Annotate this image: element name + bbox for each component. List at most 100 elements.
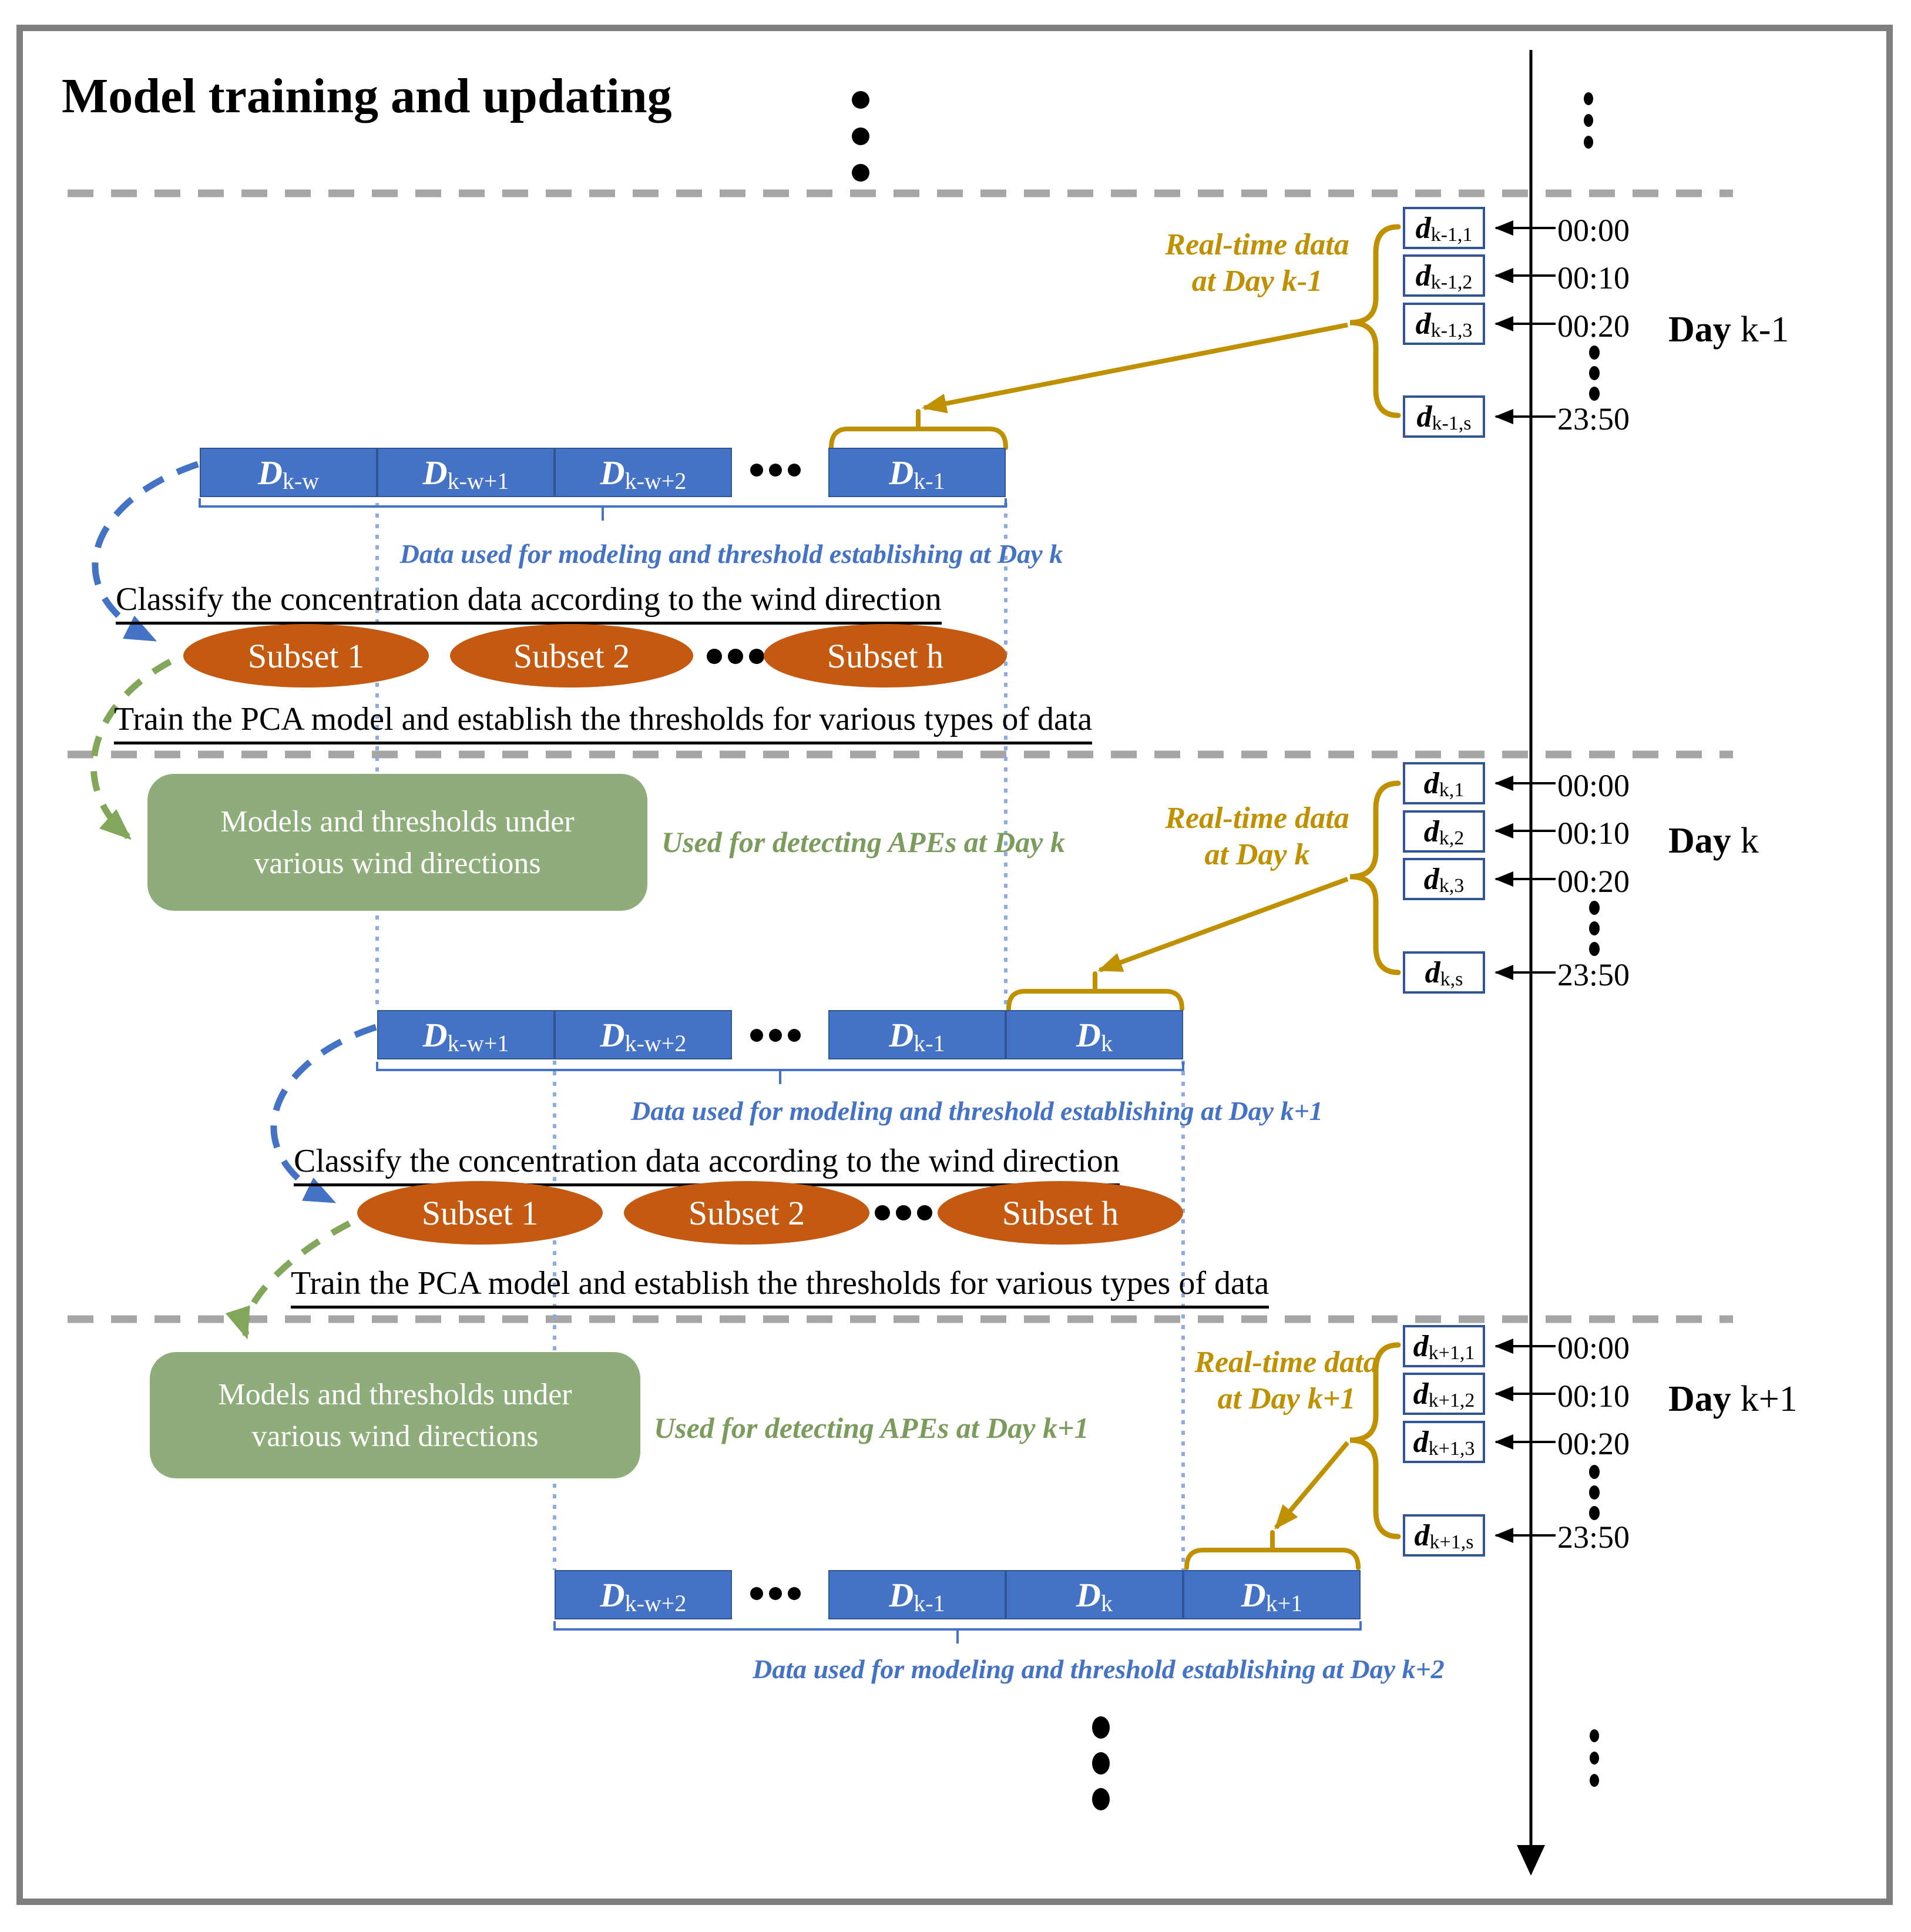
realtime-label: Real-time data at Day k (1131, 800, 1383, 873)
realtime-label-line1: Real-time data (1165, 801, 1349, 835)
sample-subscript: k-1,s (1432, 412, 1472, 434)
timeline-arrowhead-icon (1517, 1845, 1545, 1876)
block-subscript: k (1100, 1589, 1113, 1616)
time-label: 00:00 (1557, 1330, 1630, 1366)
sample-var: d (1415, 307, 1431, 341)
horizontal-ellipsis-icon (750, 464, 801, 1600)
modeling-data-caption: Data used for modeling and threshold est… (631, 1096, 1323, 1126)
block-var: D (1241, 1575, 1266, 1614)
realtime-label-line2: at Day k+1 (1217, 1382, 1356, 1416)
train-step-label: Train the PCA model and establish the th… (291, 1264, 1269, 1309)
time-label: 00:20 (1557, 1426, 1630, 1461)
sample-subscript: k-1,2 (1430, 271, 1473, 293)
block-var: D (889, 1015, 914, 1054)
block-subscript: k-w+2 (624, 467, 687, 494)
sample-subscript: k,3 (1439, 875, 1465, 897)
block-subscript: k+1 (1265, 1589, 1303, 1616)
block-var: D (889, 1575, 914, 1614)
sample-var: d (1414, 1518, 1430, 1552)
sample-var: d (1425, 955, 1440, 990)
page-title: Model training and updating (62, 69, 672, 123)
sample-var: d (1413, 1425, 1429, 1459)
realtime-label-line1: Real-time data (1194, 1346, 1379, 1379)
subset-ellipse: Subset 1 (183, 624, 429, 687)
time-label: 00:10 (1557, 260, 1630, 296)
sample-subscript: k,s (1440, 968, 1463, 990)
used-for-label: Used for detecting APEs at Day k (661, 826, 1065, 858)
sample-subscript: k,2 (1439, 827, 1465, 849)
block-var: D (257, 453, 283, 492)
realtime-label: Real-time data at Day k-1 (1131, 227, 1383, 300)
modeling-data-caption: Data used for modeling and threshold est… (753, 1654, 1445, 1684)
realtime-brace (1349, 224, 1401, 1539)
subset-ellipse: Subset h (764, 624, 1007, 687)
day-suffix: k-1 (1740, 310, 1789, 350)
time-label: 00:20 (1557, 308, 1630, 344)
train-flow-arrow (90, 659, 351, 1340)
day-suffix: k (1740, 821, 1759, 861)
block-subscript: k-1 (913, 1589, 945, 1616)
day-word: Day (1668, 821, 1731, 861)
block-var: D (1076, 1575, 1101, 1614)
block-var: D (600, 453, 625, 492)
block-subscript: k-1 (913, 467, 945, 494)
sample-var: d (1413, 1377, 1429, 1411)
subset-ellipse: Subset 2 (450, 624, 693, 687)
sample-var: d (1415, 211, 1431, 245)
time-label: 00:20 (1557, 864, 1630, 899)
sample-subscript: k,1 (1439, 779, 1465, 801)
models-box-line1: Models and thresholds under (218, 1377, 572, 1411)
block-var: D (600, 1015, 625, 1054)
sample-var: d (1423, 766, 1439, 800)
sample-tick-arrow (1494, 220, 1556, 1543)
sample-subscript: k+1,2 (1428, 1390, 1475, 1411)
modeling-data-caption: Data used for modeling and threshold est… (399, 539, 1063, 569)
sample-var: d (1415, 259, 1431, 293)
models-thresholds-box: Models and thresholds under various wind… (147, 774, 647, 911)
day-word: Day (1668, 1379, 1731, 1419)
models-box-line1: Models and thresholds under (220, 804, 575, 838)
time-label: 23:50 (1557, 957, 1630, 992)
classify-step-label: Classify the concentration data accordin… (116, 581, 942, 625)
realtime-label-line2: at Day k (1204, 838, 1310, 871)
sample-var: d (1423, 862, 1439, 896)
block-var: D (422, 453, 448, 492)
sample-subscript: k+1,s (1429, 1531, 1474, 1553)
time-label: 00:10 (1557, 1378, 1630, 1414)
outer-frame (16, 25, 1893, 1905)
block-var: D (889, 453, 914, 492)
subset-ellipse: Subset 2 (624, 1181, 869, 1245)
realtime-label: Real-time data at Day k+1 (1160, 1344, 1413, 1417)
sample-var: d (1416, 400, 1432, 434)
block-var: D (422, 1015, 448, 1054)
time-label: 23:50 (1557, 401, 1630, 437)
block-subscript: k-w+1 (447, 467, 509, 494)
classify-flow-arrow (92, 461, 377, 1204)
realtime-label-line2: at Day k-1 (1191, 264, 1323, 298)
time-label: 00:00 (1557, 213, 1630, 248)
models-box-line2: various wind directions (251, 1419, 539, 1453)
window-shift-connectors (375, 503, 1185, 1570)
day-suffix: k+1 (1740, 1379, 1798, 1419)
sample-subscript: k+1,1 (1428, 1342, 1475, 1364)
time-label: 23:50 (1557, 1520, 1630, 1555)
sample-subscript: k+1,3 (1428, 1438, 1475, 1460)
